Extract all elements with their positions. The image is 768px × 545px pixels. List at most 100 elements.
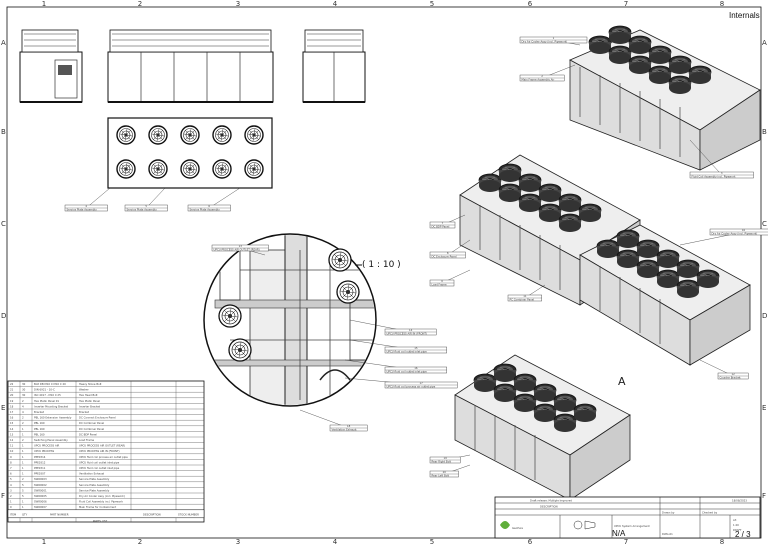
fan-icon	[628, 35, 652, 55]
bom-cell: Main Frame for Containment	[79, 505, 116, 509]
iso-view-right	[579, 224, 751, 366]
bom-cell: Hex Platin Panel	[79, 399, 100, 403]
fan-icon	[596, 239, 620, 259]
row-marker-right: C	[762, 220, 767, 228]
column-marker-bottom: 6	[528, 538, 533, 545]
bom-cell: 1	[22, 455, 24, 459]
bom-cell: UPCU PROCESS	[34, 449, 55, 453]
fan-icon	[493, 383, 517, 403]
leader-line	[86, 187, 111, 209]
fan-icon	[513, 393, 537, 413]
bom-cell: 12	[10, 438, 14, 442]
iso-view-bottom: A	[454, 354, 631, 501]
bom-cell: 22	[10, 382, 14, 386]
fan-icon	[180, 125, 200, 145]
column-marker-top: 5	[430, 0, 434, 8]
description-header: DESCRIPTION	[540, 505, 558, 509]
callout-number: 19	[443, 456, 447, 460]
bom-cell: 1	[10, 500, 12, 504]
bom-cell: 19	[10, 399, 14, 403]
parts-list-label: PARTS LIST	[93, 519, 108, 523]
bom-cell: Switching Panel Assembly	[34, 438, 68, 442]
callout-label: Service Plate Assembly	[190, 207, 221, 211]
plan-view-fans	[107, 117, 273, 189]
bom-cell: DC Combiner Panel	[79, 421, 104, 425]
fan-icon	[212, 125, 232, 145]
fan-icon	[538, 203, 562, 223]
callout-label: UPCU PROCESS AIR IN (FRONT)	[387, 331, 428, 335]
sheet-border	[6, 6, 762, 539]
fan-icon	[533, 403, 557, 423]
fan-icon	[533, 383, 557, 403]
callout-number: 12	[731, 372, 735, 376]
bom-cell: Service Plate Assembly	[79, 477, 110, 481]
bom-cell: 4	[22, 410, 24, 414]
fan-icon	[553, 413, 577, 433]
bom-cell: 1	[22, 500, 24, 504]
bom-cell: 3	[10, 488, 12, 492]
column-marker-bottom: 3	[236, 538, 240, 545]
bom-cell: 2	[10, 494, 12, 498]
row-marker-left: E	[1, 404, 5, 412]
tb-scale: 1:20	[733, 523, 739, 527]
fan-icon	[478, 173, 502, 193]
bom-cell: Fluid Coil Assembly incl. Pipework	[79, 500, 123, 504]
bom-cell: UPCU PROCESS AIR OUTLET (REAR)	[79, 444, 125, 448]
bom-cell: 10	[10, 449, 14, 453]
bom-cell: 14	[10, 427, 14, 431]
fan-icon	[608, 25, 632, 45]
bom-cell: Bracket	[34, 410, 44, 414]
fan-icon	[148, 125, 168, 145]
leader-line	[146, 187, 166, 209]
bom-cell: 2	[22, 416, 24, 420]
fan-icon	[648, 65, 672, 85]
bom-cell: 13	[10, 432, 14, 436]
fan-icon	[608, 45, 632, 65]
callout-label: Dry Air Cooler Assy (incl. Pipework)	[522, 39, 568, 43]
callout-label: DC Enclosure Panel	[432, 254, 457, 258]
date-value: 18/08/2023	[732, 499, 747, 503]
fan-icon	[616, 229, 640, 249]
callout-number: 6	[208, 204, 210, 208]
callout-number: 2	[541, 74, 543, 78]
bom-header: ITEM	[10, 512, 16, 516]
bom-cell: 4	[10, 483, 12, 487]
bom-cell: DC Combiner Panel	[79, 427, 104, 431]
bom-cell: 1	[22, 505, 24, 509]
fan-icon	[518, 193, 542, 213]
callout-labels: Dry Air Cooler Assy (incl. Pipework)1Mai…	[64, 36, 768, 477]
row-marker-left: D	[1, 312, 6, 320]
bom-cell: SWR0002	[34, 483, 47, 487]
bom-cell: 20	[10, 393, 14, 397]
fan-icon	[628, 55, 652, 75]
fan-icon	[636, 259, 660, 279]
bom-cell: 5	[22, 483, 24, 487]
fan-icon	[558, 193, 582, 213]
callout-label: Dry Air Cooler Assy (incl. Pipework)	[712, 231, 758, 235]
callout-label: Service Plate Assembly	[127, 207, 158, 211]
callout-label: Counter Bracket	[720, 375, 741, 379]
fan-icon	[244, 125, 264, 145]
fan-icon	[588, 35, 612, 55]
row-marker-right: D	[762, 312, 767, 320]
bom-cell: 8	[10, 460, 12, 464]
bom-cell: UPCU PROCESS AIR	[34, 444, 60, 448]
bom-cell: 2	[22, 477, 24, 481]
fan-icon	[493, 363, 517, 383]
bom-cell: UPCU PROCESS AIR IN (FRONT)	[79, 449, 120, 453]
fan-icon	[688, 65, 712, 85]
bom-cell: UPCU fluid coil process air outlet pipe	[79, 455, 128, 459]
front-elevation-view	[19, 29, 366, 103]
callout-label: Service Plate Assembly	[67, 207, 98, 211]
svg-text:GeoPure: GeoPure	[512, 526, 523, 530]
bom-header: QTY	[22, 512, 28, 516]
column-marker-bottom: 2	[138, 538, 142, 545]
callout-number: 9	[441, 279, 443, 283]
row-marker-right: F	[762, 492, 766, 500]
callout-number: 3	[721, 171, 723, 175]
bom-cell: 1	[22, 466, 24, 470]
bom-cell: DIN 6921 - 10-C	[34, 388, 55, 392]
fan-icon	[498, 183, 522, 203]
bom-cell: 30	[22, 382, 26, 386]
bom-cell: Bolt DB M10 X M10 C 20	[34, 382, 66, 386]
